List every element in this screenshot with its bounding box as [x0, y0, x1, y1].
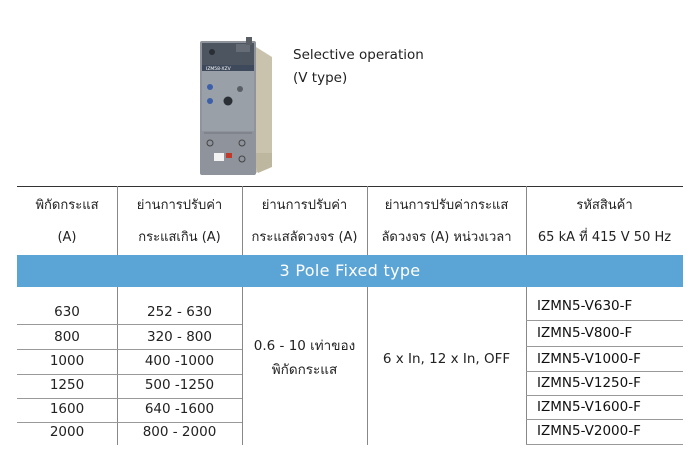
product-code: IZMN5-V1250-F: [537, 375, 641, 391]
table-row: 630: [54, 304, 80, 320]
table-row: 400 -1000: [144, 353, 215, 369]
header-rating: พิกัดกระแส(A): [35, 198, 99, 245]
table-row: 252 - 630: [147, 304, 212, 320]
short-circuit-range: 0.6 - 10 เท่าของ พิกัดกระแส: [253, 338, 356, 378]
product-code: IZMN5-V1600-F: [537, 399, 641, 415]
device-label: IZM58-XZV: [206, 66, 232, 72]
table-row: 2000: [49, 424, 85, 440]
trip-unit-image: IZM58-XZV: [200, 37, 272, 175]
header-short-circuit: ย่านการปรับค่ากระแสลัดวงจร (A): [251, 198, 358, 245]
product-code: IZMN5-V2000-F: [537, 423, 641, 439]
table-row: 1250: [49, 377, 85, 393]
delay-range: 6 x In, 12 x In, OFF: [382, 351, 511, 367]
section-band: 3 Pole Fixed type: [17, 255, 683, 287]
description-line-2: (V type): [293, 70, 348, 86]
table-row: 800: [54, 329, 80, 345]
product-code: IZMN5-V630-F: [537, 298, 633, 314]
product-description: Selective operation (V type): [293, 44, 424, 90]
table-row: 1600: [49, 401, 85, 417]
spec-table: พิกัดกระแส(A) ย่านการปรับค่ากระแสเกิน (A…: [17, 186, 683, 445]
section-title: 3 Pole Fixed type: [279, 261, 421, 280]
header-delay: ย่านการปรับค่ากระแสลัดวงจร (A) หน่วงเวลา: [381, 198, 512, 245]
table-row: 320 - 800: [147, 329, 212, 345]
description-line-1: Selective operation: [293, 47, 424, 63]
product-code: IZMN5-V800-F: [537, 325, 633, 341]
table-row: 1000: [49, 353, 85, 369]
table-row: 500 -1250: [144, 377, 215, 393]
product-code: IZMN5-V1000-F: [537, 351, 641, 367]
table-row: 640 -1600: [144, 401, 215, 417]
table-row: 800 - 2000: [142, 424, 217, 440]
table-top-border: [17, 186, 683, 187]
header-overload: ย่านการปรับค่ากระแสเกิน (A): [136, 198, 223, 245]
